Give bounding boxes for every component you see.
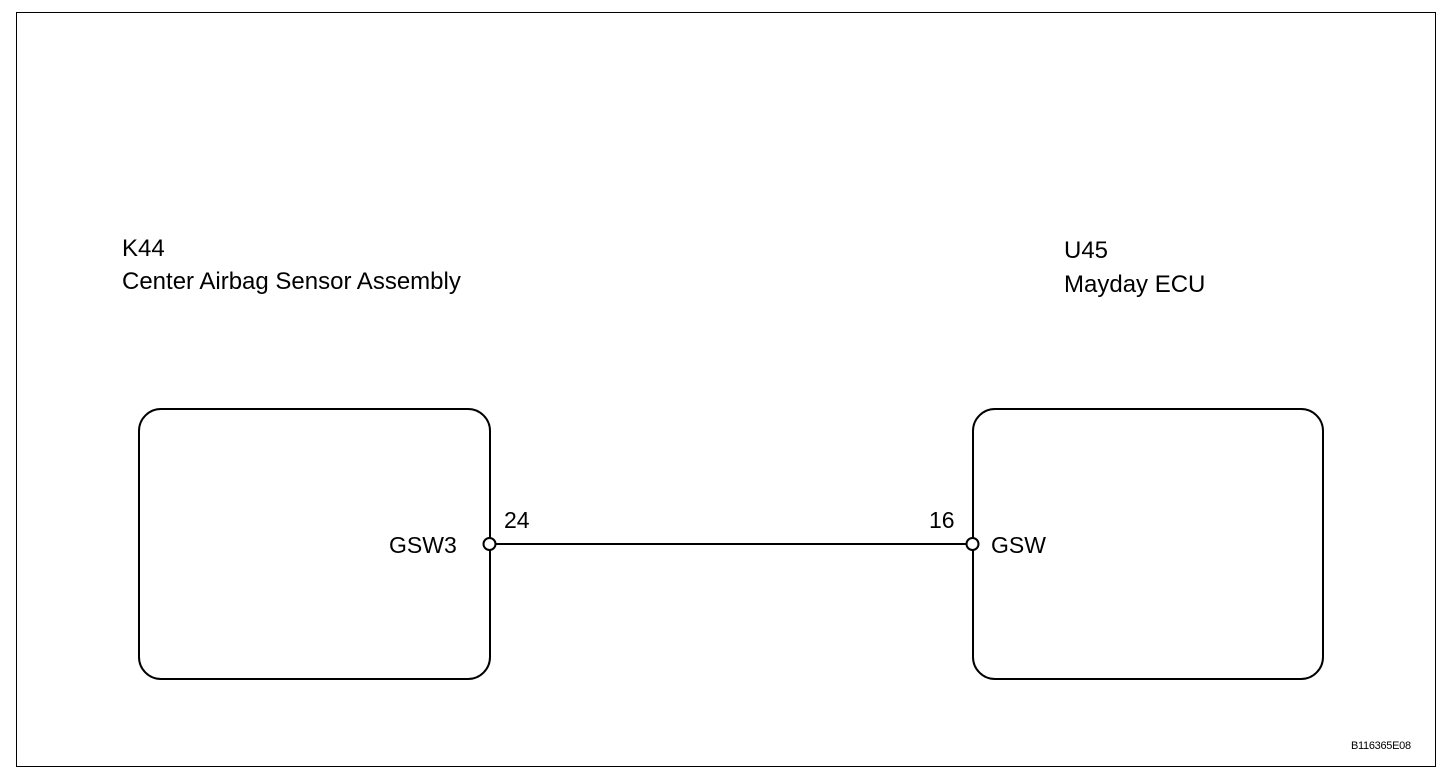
- u45-pin-terminal: [965, 537, 980, 551]
- k44-component-code: K44: [122, 235, 165, 262]
- k44-pin-name: GSW3: [389, 532, 457, 558]
- u45-component-name: Mayday ECU: [1064, 271, 1206, 298]
- diagram-border: [16, 12, 1436, 767]
- figure-id: B116365E08: [1351, 740, 1411, 752]
- u45-component-code: U45: [1064, 237, 1109, 264]
- k44-component-name: Center Airbag Sensor Assembly: [122, 268, 461, 295]
- k44-pin-terminal: [482, 537, 497, 551]
- k44-pin-number: 24: [504, 507, 530, 533]
- u45-pin-number: 16: [929, 507, 955, 533]
- u45-pin-name: GSW: [991, 532, 1046, 558]
